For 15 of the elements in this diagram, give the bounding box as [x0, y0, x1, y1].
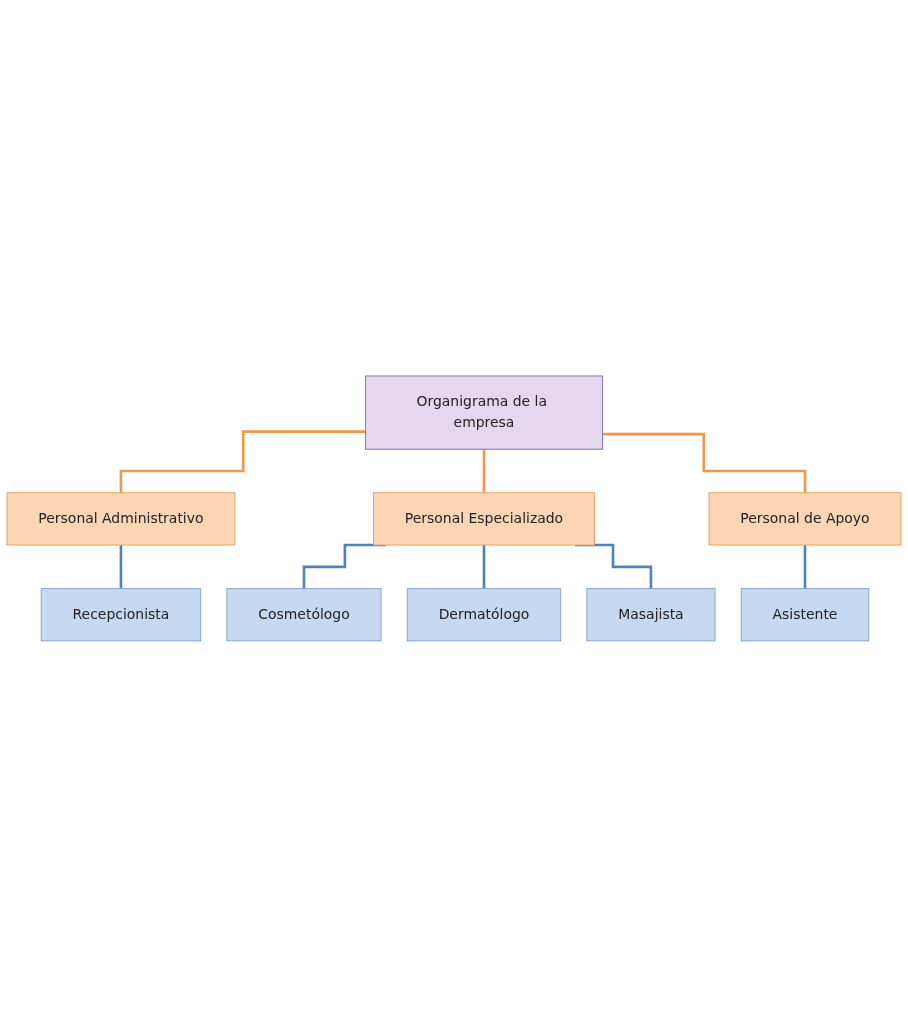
node-box: Personal Especializado	[373, 491, 595, 546]
node-box: Asistente	[740, 587, 870, 641]
connector	[482, 543, 486, 590]
node-box: Cosmetólogo	[226, 587, 382, 641]
node-box: Personal Administrativo	[6, 491, 236, 546]
node-box: Masajista	[586, 587, 716, 641]
node-box: Dermatólogo	[406, 587, 562, 641]
connector	[119, 543, 123, 590]
connector	[602, 432, 807, 494]
connector	[119, 429, 366, 494]
node-box: Personal de Apoyo	[708, 491, 902, 546]
node-box: Recepcionista	[40, 587, 202, 641]
connector	[482, 447, 486, 494]
connector	[803, 543, 807, 590]
node-box: Organigrama de la empresa	[365, 375, 603, 450]
